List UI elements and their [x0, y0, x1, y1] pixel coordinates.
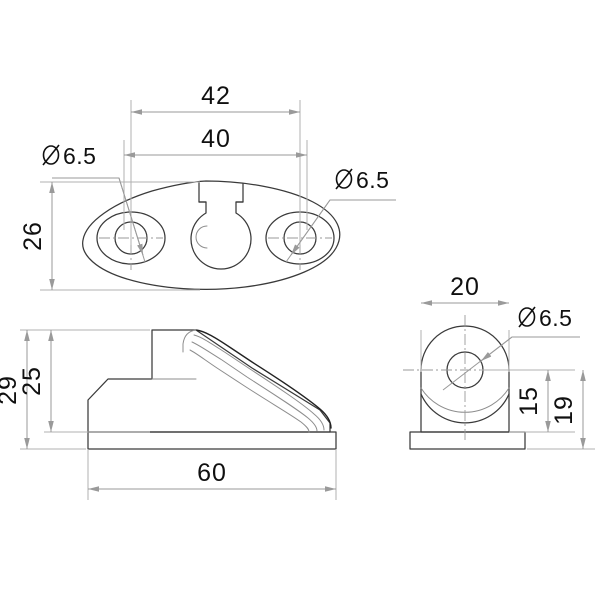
- callout-end-dia: 6.5: [442, 305, 580, 391]
- end-boss-outline: [420, 325, 510, 433]
- dia-symbol-end: [518, 306, 536, 328]
- dia-symbol-right: [335, 168, 353, 190]
- top-view-outline: [82, 180, 341, 290]
- leader-end-arrow: [480, 336, 513, 362]
- callout-right-dia: 6.5: [285, 167, 396, 263]
- top-view-group: 42 40 26 6.5 6.5: [19, 82, 396, 291]
- ramp-contour-3: [189, 349, 310, 433]
- leader-left-arrow: [118, 177, 144, 256]
- dimtext-end-dia: 6.5: [539, 305, 572, 331]
- dimtext-60: 60: [197, 459, 227, 487]
- dimtext-20: 20: [450, 273, 480, 301]
- dimtext-40: 40: [201, 125, 231, 153]
- dimtext-15: 15: [515, 386, 543, 416]
- dimtext-19: 19: [550, 395, 578, 425]
- dimtext-left-dia: 6.5: [63, 143, 96, 169]
- dimtext-25: 25: [18, 366, 46, 396]
- end-undercut-arc: [420, 393, 510, 424]
- keyhole-slot: [190, 182, 252, 270]
- ramp-nose: [182, 329, 197, 353]
- ramp-contour-2: [191, 341, 318, 432]
- end-view-group: 20 15 19 6.5: [403, 273, 595, 450]
- ramp-top-edge: [195, 329, 332, 429]
- dimtext-right-dia: 6.5: [356, 167, 389, 193]
- leader-right-arrow: [290, 199, 331, 256]
- dimtext-42: 42: [201, 82, 231, 110]
- ramp-contour-1: [193, 334, 325, 431]
- side-view-group: 29 25 60: [0, 329, 337, 500]
- dimtext-26: 26: [19, 221, 47, 251]
- callout-left-dia: 6.5: [42, 143, 146, 263]
- dia-symbol-left: [42, 144, 60, 166]
- keyhole-inner-arc: [195, 225, 208, 249]
- dimtext-29: 29: [0, 375, 22, 405]
